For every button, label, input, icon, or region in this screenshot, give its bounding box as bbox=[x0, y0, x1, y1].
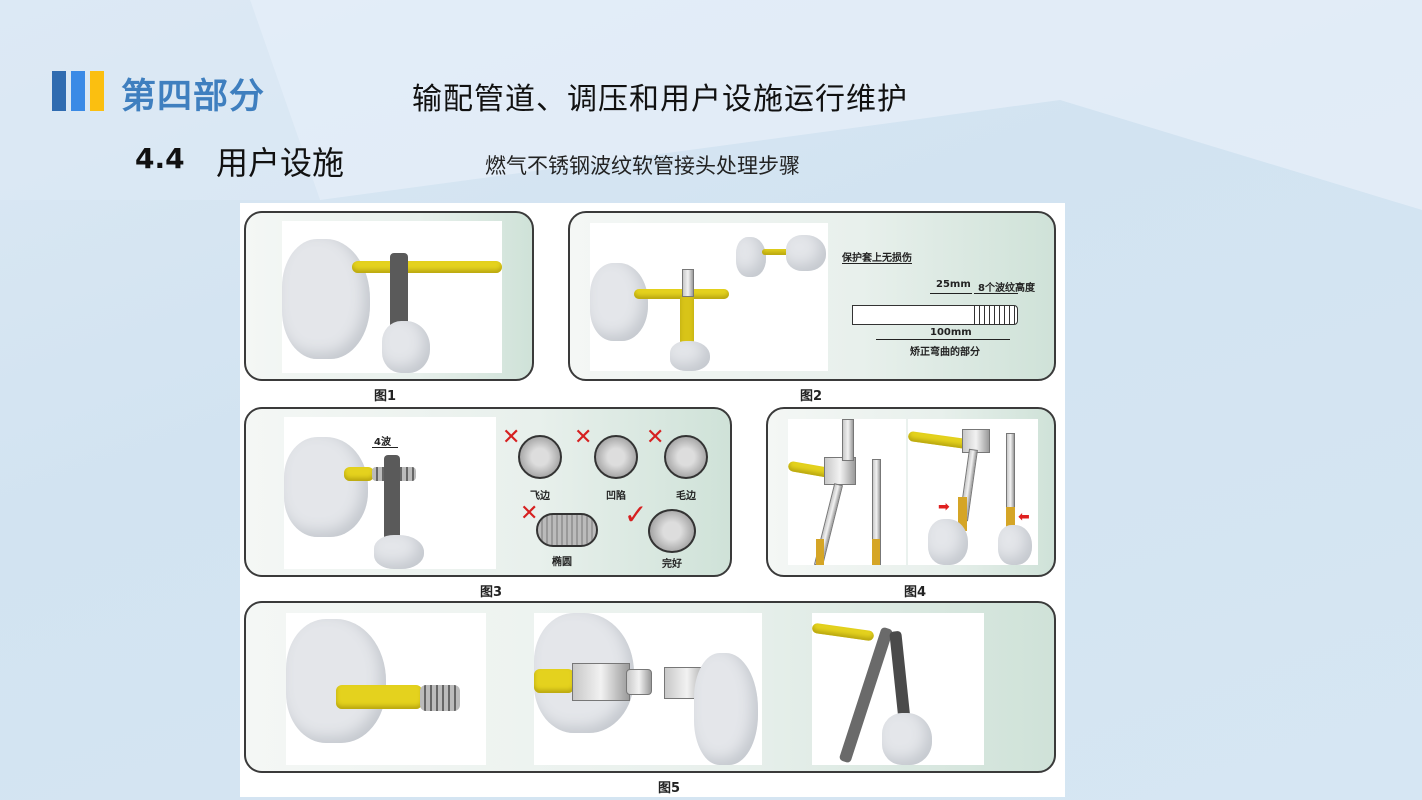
yellow-pipe-icon bbox=[352, 261, 502, 273]
good-mark-icon: ✓ bbox=[624, 498, 648, 531]
dim-line-4-waves bbox=[372, 447, 398, 448]
logo-bar-1 bbox=[52, 71, 66, 111]
press-arrow-right-icon: ➡ bbox=[938, 499, 950, 515]
figure-4-panel: ➡ ⬅ bbox=[766, 407, 1056, 577]
figure-1-label: 图1 bbox=[374, 389, 397, 404]
press-arrow-left-icon: ⬅ bbox=[1018, 509, 1030, 525]
dim-line-25 bbox=[930, 293, 972, 294]
yellow-pipe-icon bbox=[336, 685, 422, 709]
fitting-nut-icon bbox=[572, 663, 630, 701]
figure-caption-title: 燃气不锈钢波纹软管接头处理步骤 bbox=[485, 154, 800, 178]
figure-3-photo: 4波 bbox=[284, 417, 496, 569]
defect-good-icon bbox=[648, 509, 696, 553]
glove-left-icon bbox=[284, 437, 368, 537]
yellow-pipe-icon bbox=[908, 430, 969, 450]
handle-grip-icon bbox=[1006, 507, 1015, 537]
handle-grip-icon bbox=[816, 539, 824, 565]
flaring-tool-top-icon bbox=[842, 419, 854, 461]
figure-3-panel: 4波 ✕ 飞边 ✕ 凹陷 ✕ 毛边 ✕ 椭圆 ✓ 完好 bbox=[244, 407, 732, 577]
subsection-title: 用户设施 bbox=[216, 144, 345, 182]
pipe-diagram-body bbox=[852, 305, 976, 325]
defect-label-burr: 毛边 bbox=[676, 491, 696, 502]
subsection-number: 4.4 bbox=[135, 142, 185, 175]
defect-label-flash: 飞边 bbox=[530, 491, 550, 502]
figure-5-photo-b bbox=[534, 613, 762, 765]
figure-5-photo-c bbox=[812, 613, 984, 765]
defect-label-oval: 椭圆 bbox=[552, 557, 572, 568]
figure-1-photo bbox=[282, 221, 502, 373]
fitting-end-icon bbox=[626, 669, 652, 695]
figure-2-photo bbox=[590, 223, 828, 371]
diagram-note-top: 保护套上无损伤 bbox=[842, 253, 912, 264]
flaring-tool-handle-right-icon bbox=[872, 459, 881, 565]
bad-mark-icon: ✕ bbox=[520, 501, 539, 526]
figure-5-photo-a bbox=[286, 613, 486, 765]
pipe-diagram-corrugation bbox=[974, 305, 1018, 325]
diagram-dim-100mm: 100mm bbox=[930, 327, 972, 338]
glove-right-icon bbox=[670, 341, 710, 371]
defect-label-good: 完好 bbox=[662, 559, 682, 570]
glove-right-icon bbox=[998, 525, 1032, 565]
glove-right-icon bbox=[374, 535, 424, 569]
bad-mark-icon: ✕ bbox=[574, 425, 593, 450]
glove-icon bbox=[882, 713, 932, 765]
yellow-pipe-icon bbox=[344, 467, 374, 481]
diagram-dim-25mm: 25mm bbox=[936, 279, 971, 290]
glove-icon bbox=[286, 619, 386, 743]
blade-icon bbox=[682, 269, 694, 297]
handle-grip-icon bbox=[958, 497, 967, 531]
bad-mark-icon: ✕ bbox=[502, 425, 521, 450]
figure-1-panel bbox=[244, 211, 534, 381]
glove-inset-left-icon bbox=[736, 237, 766, 277]
logo-bar-2 bbox=[71, 71, 85, 111]
dim-label-4-waves: 4波 bbox=[374, 437, 391, 448]
figure-4-photo-a bbox=[788, 419, 906, 565]
defect-flash-icon bbox=[518, 435, 562, 479]
glove-left-icon bbox=[590, 263, 648, 341]
logo-bar-3 bbox=[90, 71, 104, 111]
diagram-dim-corrugation: 8个波纹高度 bbox=[978, 283, 1035, 294]
yellow-pipe-icon bbox=[812, 622, 875, 642]
defect-oval-icon bbox=[536, 513, 598, 547]
figure-sheet: 图1 保护套上无损伤 25mm 8个波纹高度 100mm 矫正弯曲的部分 图2 bbox=[240, 203, 1065, 797]
figure-2-label: 图2 bbox=[800, 389, 823, 404]
figure-5-label: 图5 bbox=[658, 781, 681, 796]
defect-label-dent: 凹陷 bbox=[606, 491, 626, 502]
glove-right-icon bbox=[382, 321, 430, 373]
dim-line-100 bbox=[876, 339, 1010, 340]
section-logo bbox=[52, 71, 104, 111]
glove-inset-right-icon bbox=[786, 235, 826, 271]
flaring-tool-head-icon bbox=[824, 457, 856, 485]
diagram-note-bottom: 矫正弯曲的部分 bbox=[910, 347, 980, 358]
figure-4-photo-b: ➡ ⬅ bbox=[908, 419, 1038, 565]
glove-left-icon bbox=[928, 519, 968, 565]
corrugated-end-icon bbox=[420, 685, 460, 711]
section-title: 第四部分 bbox=[121, 77, 266, 117]
page-title: 输配管道、调压和用户设施运行维护 bbox=[412, 82, 908, 117]
handle-grip-icon bbox=[872, 539, 880, 565]
leader-line bbox=[842, 263, 912, 264]
yellow-pipe-inset-icon bbox=[762, 249, 792, 255]
defect-burr-icon bbox=[664, 435, 708, 479]
bad-mark-icon: ✕ bbox=[646, 425, 665, 450]
glove-right-icon bbox=[694, 653, 758, 765]
figure-2-panel: 保护套上无损伤 25mm 8个波纹高度 100mm 矫正弯曲的部分 bbox=[568, 211, 1056, 381]
figure-3-label: 图3 bbox=[480, 585, 503, 600]
defect-dent-icon bbox=[594, 435, 638, 479]
dim-line-corrugation bbox=[974, 293, 1018, 294]
figure-4-label: 图4 bbox=[904, 585, 927, 600]
figure-5-panel bbox=[244, 601, 1056, 773]
yellow-pipe-icon bbox=[534, 669, 574, 693]
glove-left-icon bbox=[282, 239, 370, 359]
